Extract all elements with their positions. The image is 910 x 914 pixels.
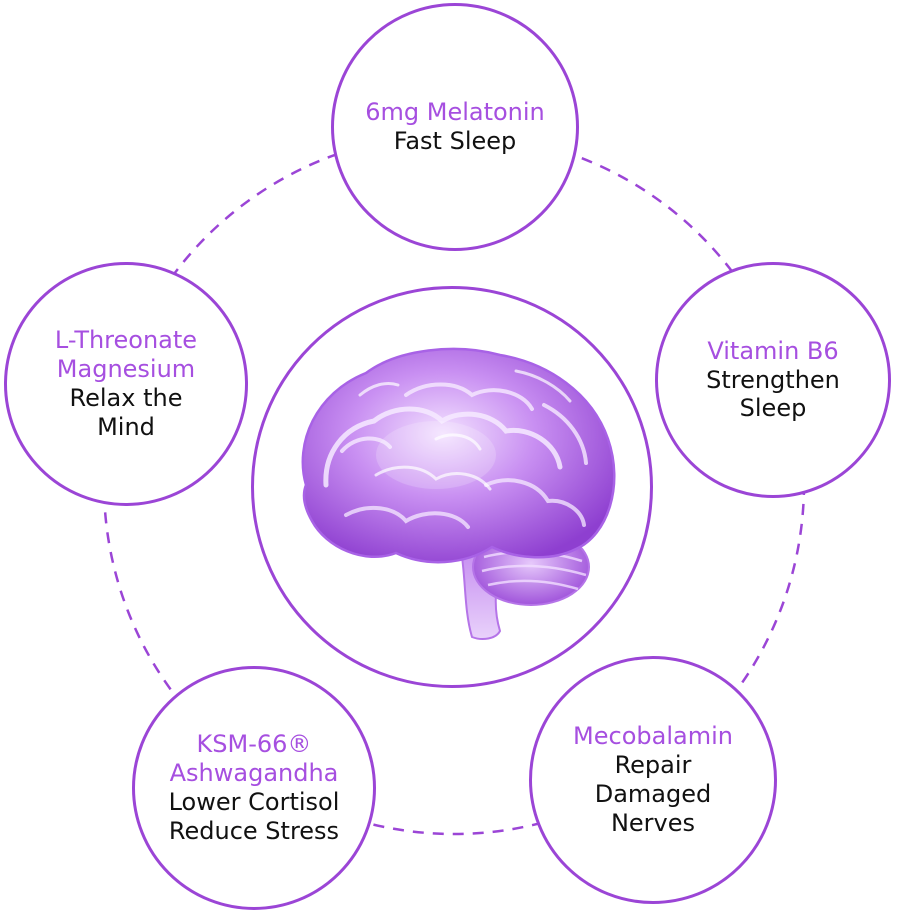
node-desc: Fast Sleep <box>393 127 517 155</box>
node-desc: Repair Damaged Nerves <box>594 751 712 837</box>
node-desc: Relax the Mind <box>69 384 183 441</box>
node-magnesium: L-Threonate Magnesium Relax the Mind <box>4 262 248 506</box>
node-title: L-Threonate Magnesium <box>54 326 198 384</box>
node-title: Vitamin B6 <box>707 336 839 365</box>
node-title: Mecobalamin <box>573 722 733 751</box>
node-desc: Lower Cortisol Reduce Stress <box>168 788 340 845</box>
node-mecobalamin: Mecobalamin Repair Damaged Nerves <box>529 656 777 904</box>
node-title: 6mg Melatonin <box>365 98 545 127</box>
brain-icon <box>301 347 616 640</box>
node-ashwagandha: KSM-66® Ashwagandha Lower Cortisol Reduc… <box>132 666 376 910</box>
node-melatonin: 6mg Melatonin Fast Sleep <box>331 3 579 251</box>
node-desc: Strengthen Sleep <box>706 365 840 423</box>
node-title: KSM-66® Ashwagandha <box>169 730 339 788</box>
node-vitamin-b6: Vitamin B6 Strengthen Sleep <box>655 262 891 498</box>
